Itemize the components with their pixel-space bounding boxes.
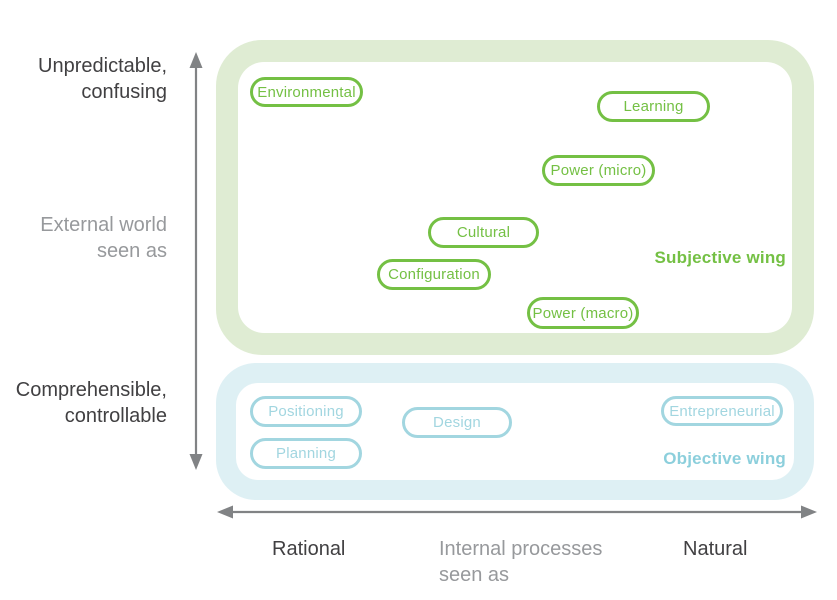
school-pill-positioning: Positioning xyxy=(250,396,362,427)
y-axis-top-label: Unpredictable, confusing xyxy=(38,55,167,103)
y-axis-mid-label: External world seen as xyxy=(40,214,167,262)
horizontal-axis-arrow xyxy=(217,505,817,519)
x-axis-left-label: Rational xyxy=(272,538,346,560)
school-pill-planning: Planning xyxy=(250,438,362,469)
school-pill-environmental: Environmental xyxy=(250,77,363,107)
objective-wing-box xyxy=(216,363,814,500)
school-pill-design: Design xyxy=(402,407,512,438)
school-pill-power-macro: Power (macro) xyxy=(527,297,639,329)
school-pill-entrepreneurial: Entrepreneurial xyxy=(661,396,783,426)
school-pill-configuration: Configuration xyxy=(377,259,491,290)
arrowhead-right-icon xyxy=(801,505,817,519)
school-pill-power-micro: Power (micro) xyxy=(542,155,655,186)
arrowhead-left-icon xyxy=(217,505,233,519)
subjective-wing-title: Subjective wing xyxy=(654,248,786,267)
y-axis-bottom-label: Comprehensible, controllable xyxy=(15,379,167,427)
objective-wing-title: Objective wing xyxy=(663,449,786,468)
school-pill-cultural: Cultural xyxy=(428,217,539,248)
arrowhead-down-icon xyxy=(189,454,203,470)
school-pill-learning: Learning xyxy=(597,91,710,122)
arrowhead-up-icon xyxy=(189,52,203,68)
vertical-axis-arrow xyxy=(189,52,203,470)
x-axis-mid-label: Internal processes seen as xyxy=(439,538,603,586)
x-axis-right-label: Natural xyxy=(683,538,748,560)
